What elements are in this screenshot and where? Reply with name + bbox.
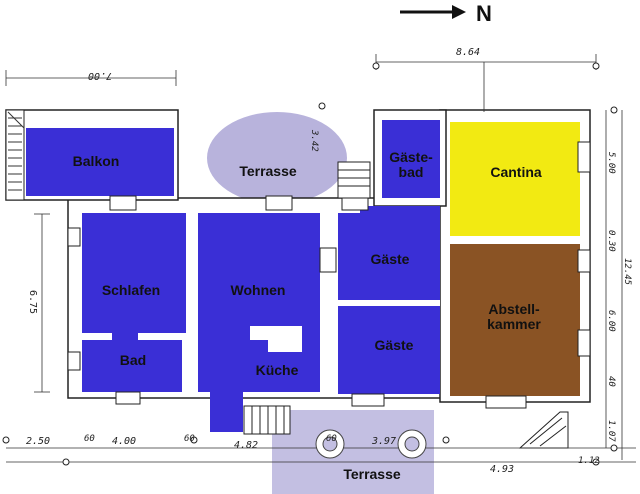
dim-bottom-112: 1.12 [578, 456, 600, 466]
wohnen-kueche-room [198, 213, 320, 432]
dim-bottom-60b: 60 [184, 434, 195, 444]
north-arrow-icon [400, 5, 466, 19]
balkon-room [26, 128, 174, 196]
gaestebad-room [382, 120, 440, 198]
label-balkon: Balkon [72, 153, 120, 169]
dim-right-1245: 12.45 [622, 258, 632, 286]
label-abstellkammer: Abstell- kammer [466, 302, 562, 332]
dim-right-40: 40 [606, 376, 616, 387]
wohnen-kueche-step [250, 340, 268, 352]
label-gaeste-upper: Gäste [370, 251, 410, 267]
dim-terrace-342: 3.42 [309, 130, 319, 152]
gaeste-divider [372, 300, 440, 306]
label-abstell-line2: kammer [487, 316, 541, 332]
dim-bottom-482: 4.82 [234, 440, 259, 451]
dim-right-600: 6.00 [606, 310, 616, 332]
terrace-top-area [207, 112, 347, 204]
dim-bottom-60a: 60 [84, 434, 95, 444]
balkon-railing-hatch [7, 111, 25, 191]
schlafen-room [82, 213, 186, 333]
dim-right-030: 0.30 [606, 230, 616, 252]
label-abstell-line1: Abstell- [488, 301, 540, 317]
bad-room [82, 340, 182, 392]
bad-door-gap [112, 333, 138, 340]
label-gaeste-lower: Gäste [374, 337, 414, 353]
dim-right-107: 1.07 [606, 420, 616, 442]
dim-bottom-400: 4.00 [112, 436, 137, 447]
label-gaestebad: Gäste- bad [382, 150, 440, 180]
dim-top-864: 8.64 [456, 47, 481, 58]
label-kueche: Küche [255, 362, 299, 378]
label-terrasse-bottom: Terrasse [343, 466, 401, 482]
balkon-railing [5, 109, 25, 201]
dim-bottom-493: 4.93 [490, 464, 515, 475]
dim-top-left-700: 7.00 [88, 70, 113, 81]
label-schlafen: Schlafen [101, 282, 161, 298]
windows [67, 141, 591, 409]
label-terrasse-top: Terrasse [239, 163, 297, 179]
ramp-bottom-right [518, 411, 569, 449]
cantina-room [450, 122, 580, 236]
label-gaestebad-line1: Gäste- [389, 149, 433, 165]
label-bad: Bad [119, 352, 147, 368]
dim-bottom-397: 3.97 [372, 436, 397, 447]
abstellkammer-room [450, 244, 580, 396]
terrace-top-stairs [337, 161, 371, 199]
gaeste-lower-room [338, 306, 440, 394]
label-cantina: Cantina [490, 164, 542, 180]
dim-bottom-250: 2.50 [26, 436, 51, 447]
terrace-pillars [315, 429, 427, 459]
terrace-bottom-stairs [243, 405, 291, 435]
gaeste-upper-room [338, 206, 440, 300]
dim-left-675: 6.75 [27, 290, 38, 315]
north-label: N [476, 1, 492, 26]
label-gaestebad-line2: bad [398, 164, 424, 180]
dim-bottom-60c: 60 [326, 434, 337, 444]
dim-right-500: 5.00 [606, 152, 616, 174]
label-wohnen: Wohnen [230, 282, 286, 298]
